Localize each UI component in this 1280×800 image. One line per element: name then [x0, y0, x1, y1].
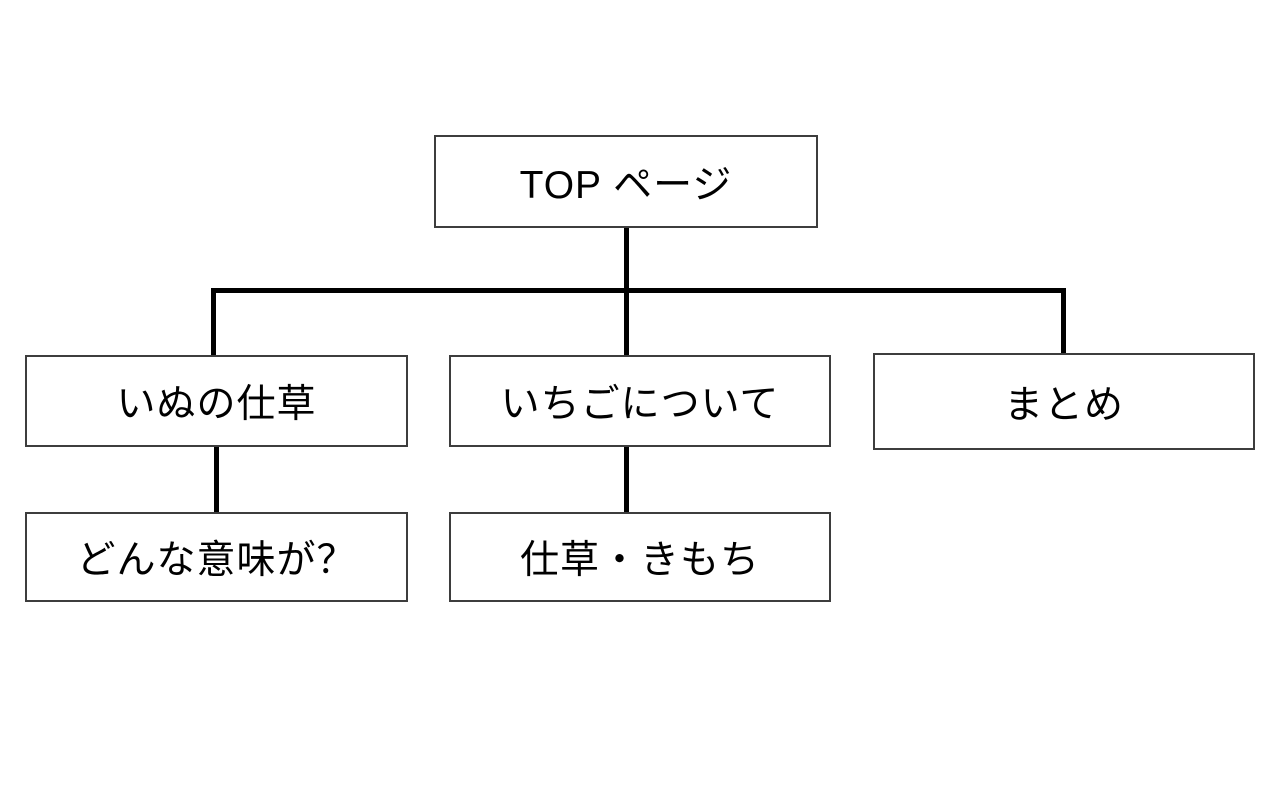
node-top-page-label: TOP ページ	[519, 163, 733, 207]
connector-branch-to-ichigo	[624, 288, 629, 356]
node-what-meaning: どんな意味が？	[25, 512, 408, 602]
node-top-page: TOP ページ	[434, 135, 818, 228]
connector-inu-to-imi	[214, 446, 219, 513]
node-what-meaning-label: どんな意味が？	[76, 539, 357, 582]
node-gesture-feelings-label: 仕草・きもち	[519, 539, 760, 582]
connector-branch-to-matome	[1061, 288, 1066, 354]
connector-branch-to-inu	[211, 288, 216, 356]
node-dog-gestures-label: いぬの仕草	[116, 383, 317, 426]
node-about-strawberries: いちごについて	[449, 355, 831, 447]
node-about-strawberries-label: いちごについて	[500, 383, 780, 426]
node-summary: まとめ	[873, 353, 1255, 450]
node-dog-gestures: いぬの仕草	[25, 355, 408, 447]
node-summary-label: まとめ	[1003, 383, 1124, 427]
connector-top-to-branch	[624, 227, 629, 290]
node-gesture-feelings: 仕草・きもち	[449, 512, 831, 602]
connector-ichigo-to-shigusa	[624, 446, 629, 513]
connector-branch-horizontal	[211, 288, 1066, 293]
